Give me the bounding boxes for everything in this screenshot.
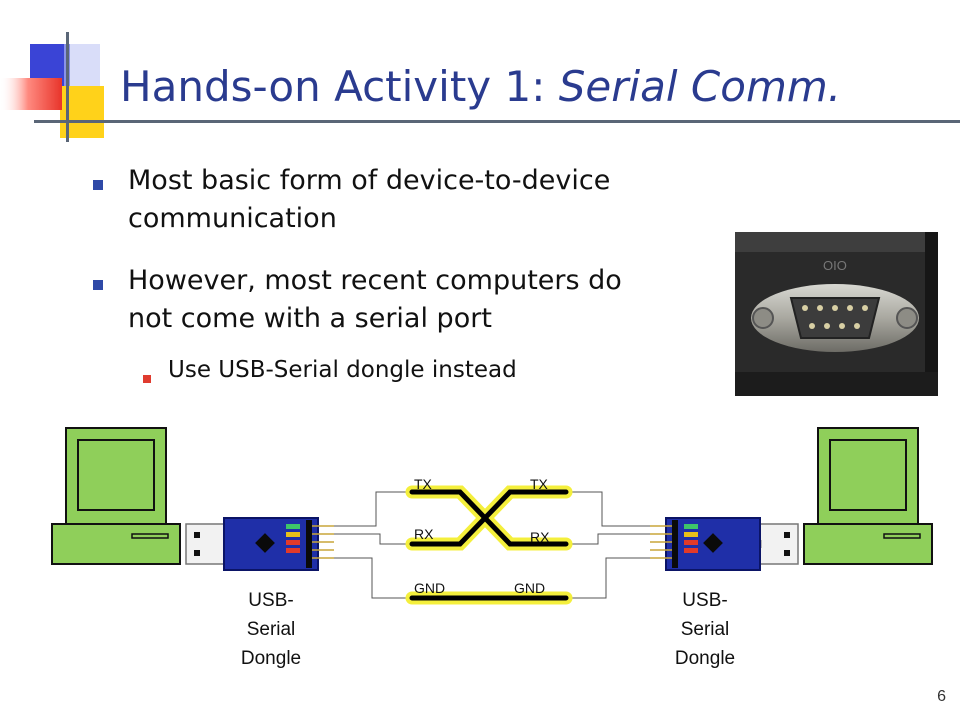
corner-decoration	[0, 44, 104, 138]
right-rx-label: RX	[530, 529, 550, 545]
usb-dongle-icon-left	[185, 517, 334, 571]
db9-serial-port-photo: OIO	[735, 232, 938, 396]
usb-dongle-icon-right	[650, 517, 799, 571]
page-title: Hands-on Activity 1: Serial Comm.	[120, 62, 842, 111]
left-gnd-label: GND	[414, 580, 446, 596]
left-tx-label: TX	[414, 476, 432, 492]
title-emphasis: Serial Comm.	[558, 62, 842, 111]
right-gnd-label: GND	[514, 580, 546, 596]
right-tx-label: TX	[530, 476, 548, 492]
bullet-marker	[93, 280, 103, 290]
left-rx-label: RX	[414, 526, 434, 542]
title-vertical-rule	[66, 32, 69, 142]
svg-text:OIO: OIO	[823, 258, 847, 273]
title-rule	[34, 120, 960, 123]
computer-icon-right	[803, 427, 933, 565]
serial-diagram	[51, 427, 933, 605]
computer-icon-left	[51, 427, 181, 565]
page-number: 6	[937, 688, 946, 705]
sub-bullet-1: Use USB-Serial dongle instead	[168, 357, 517, 383]
bullet-marker	[93, 180, 103, 190]
sub-bullet-marker	[143, 375, 151, 383]
